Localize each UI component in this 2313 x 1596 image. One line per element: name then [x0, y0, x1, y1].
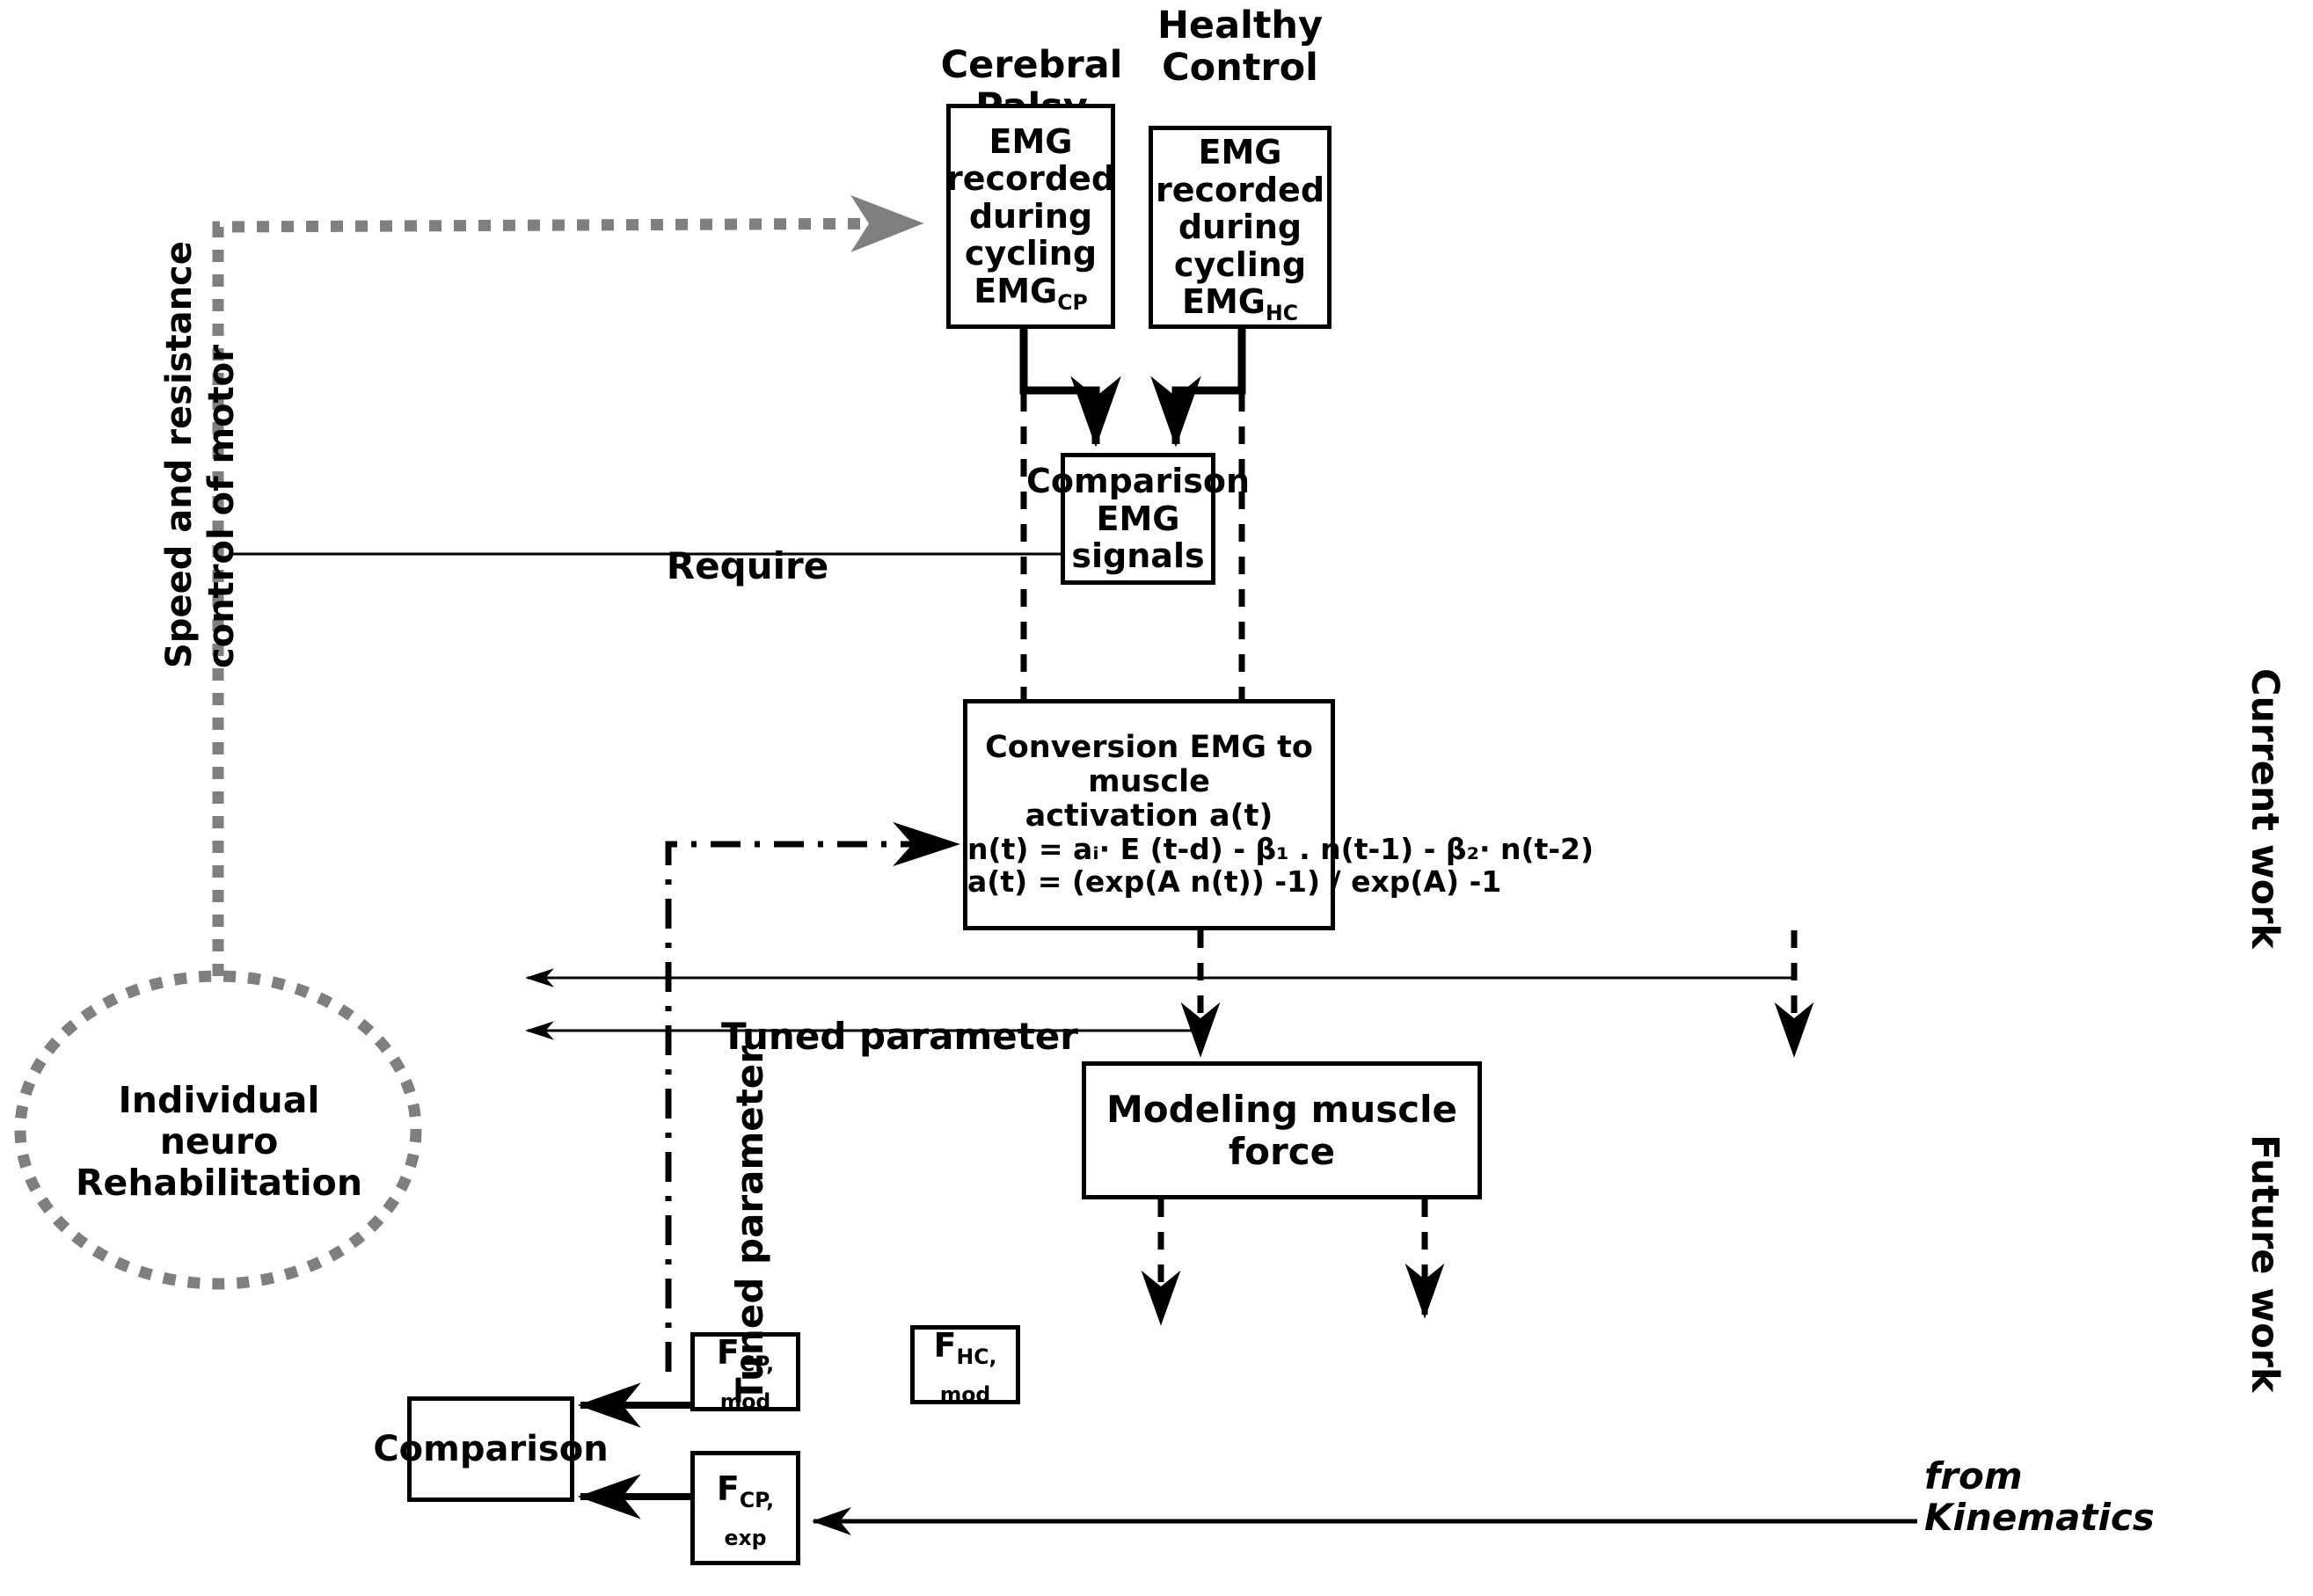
tuned-parameter-horizontal-label: Tuned parameter	[721, 1015, 1078, 1058]
speed-motor-line1: Speed and resistance	[159, 241, 200, 668]
box-conversion-emg-to-activation[interactable]: Conversion EMG to muscle activation a(t)…	[963, 699, 1594, 930]
healthy-control-label-line1: Healthy	[1156, 4, 1324, 47]
conversion-line1: Conversion EMG to muscle	[985, 729, 1313, 799]
tuned-parameter-dashdot-path	[665, 821, 960, 1372]
current-work-label: Current work	[2243, 668, 2287, 949]
box-f-hc-mod[interactable]: FHC, mod	[910, 1325, 1020, 1407]
speed-motor-line2: control of motor	[201, 345, 242, 668]
emg-cp-line4: EMGCP	[974, 271, 1088, 315]
f-cp-exp-label: FCP, exp	[716, 1469, 775, 1550]
speed-motor-dotted-path	[212, 194, 924, 976]
emg-cp-to-comparison-connector	[1019, 329, 1121, 448]
conversion-equation-1: n(t) = aᵢ· E (t-d) - β₁ . n(t-1) - β₂· n…	[967, 832, 1594, 867]
emg-cp-line1: EMG recorded	[945, 121, 1116, 199]
f-hc-mod-label: FHC, mod	[933, 1326, 997, 1407]
require-label: Require	[666, 544, 829, 587]
box-modeling-muscle-force[interactable]: Modeling muscle force	[1082, 1061, 1482, 1199]
comparison-emg-line1: Comparison	[1026, 462, 1250, 501]
box-f-cp-exp[interactable]: FCP, exp	[690, 1451, 800, 1565]
future-work-label: Future work	[2243, 1134, 2287, 1393]
rehab-line1: Individual	[118, 1079, 320, 1121]
box-emg-hc[interactable]: EMG recorded during cycling EMGHC	[1149, 126, 1332, 329]
emg-cp-line3: cycling	[964, 234, 1098, 273]
emg-hc-to-comparison-connector	[1150, 329, 1246, 448]
comparison-bottom-label: Comparison	[373, 1428, 609, 1469]
tuned-parameter-vertical-label: Tuned parameter	[728, 1046, 771, 1403]
box-f-cp-mod[interactable]: FCP, mod	[690, 1332, 800, 1414]
box-comparison-bottom[interactable]: Comparison	[373, 1396, 609, 1502]
conversion-equation-2: a(t) = (exp(A n(t)) -1) / exp(A) -1	[967, 864, 1502, 900]
f-cp-mod-label: FCP, mod	[716, 1333, 775, 1414]
from-kinematics-label: from Kinematics	[1924, 1455, 2258, 1538]
emg-cp-line2: during	[968, 196, 1093, 236]
box-comparison-emg-signals[interactable]: Comparison EMG signals	[1026, 453, 1250, 585]
emg-hc-line3: EMGHC	[1182, 282, 1298, 326]
emg-hc-line2: during cycling	[1173, 208, 1307, 284]
rehabilitation-ellipse	[14, 970, 422, 1290]
rehabilitation-ellipse-label: Individual neuro Rehabilitation	[12, 1079, 426, 1205]
rehab-line2: neuro Rehabilitation	[75, 1120, 363, 1205]
healthy-control-label-line2: Control	[1162, 46, 1318, 91]
comparison-emg-line2: EMG signals	[1071, 499, 1205, 576]
speed-motor-rotated-label: Speed and resistance control of motor	[158, 241, 586, 753]
kinematics-line1: from	[1924, 1454, 2023, 1498]
kinematics-line2: Kinematics	[1924, 1496, 2155, 1540]
box-emg-cp[interactable]: EMG recorded during cycling EMGCP	[946, 104, 1115, 329]
conversion-line2: activation a(t)	[1025, 798, 1273, 834]
modeling-force-label: Modeling muscle force	[1105, 1088, 1458, 1173]
healthy-control-title: Healthy Control	[1143, 4, 1337, 89]
emg-hc-line1: EMG recorded	[1155, 133, 1325, 209]
